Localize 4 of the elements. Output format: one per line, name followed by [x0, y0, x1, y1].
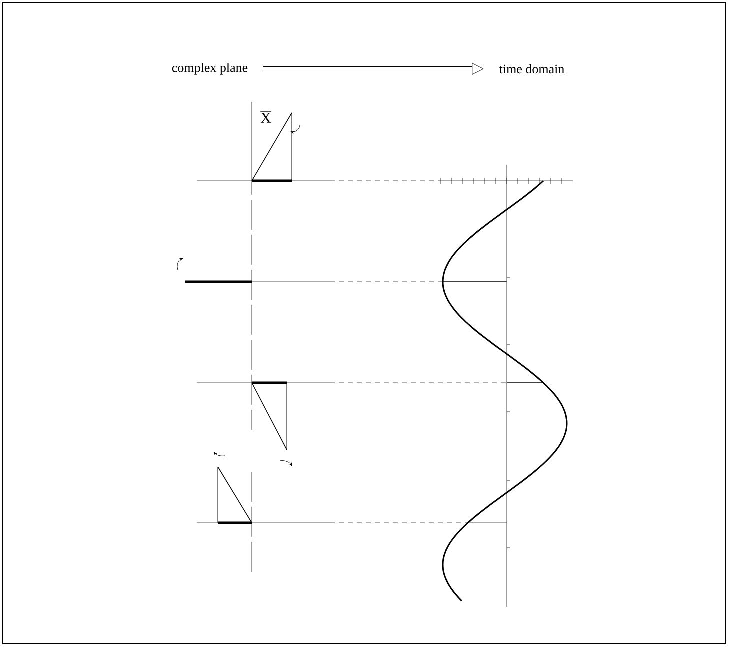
phasor-label: X — [260, 111, 272, 123]
hollow-arrow — [263, 63, 484, 75]
caption-text: time domain — [499, 64, 564, 74]
caption-text: complex plane — [172, 63, 248, 75]
